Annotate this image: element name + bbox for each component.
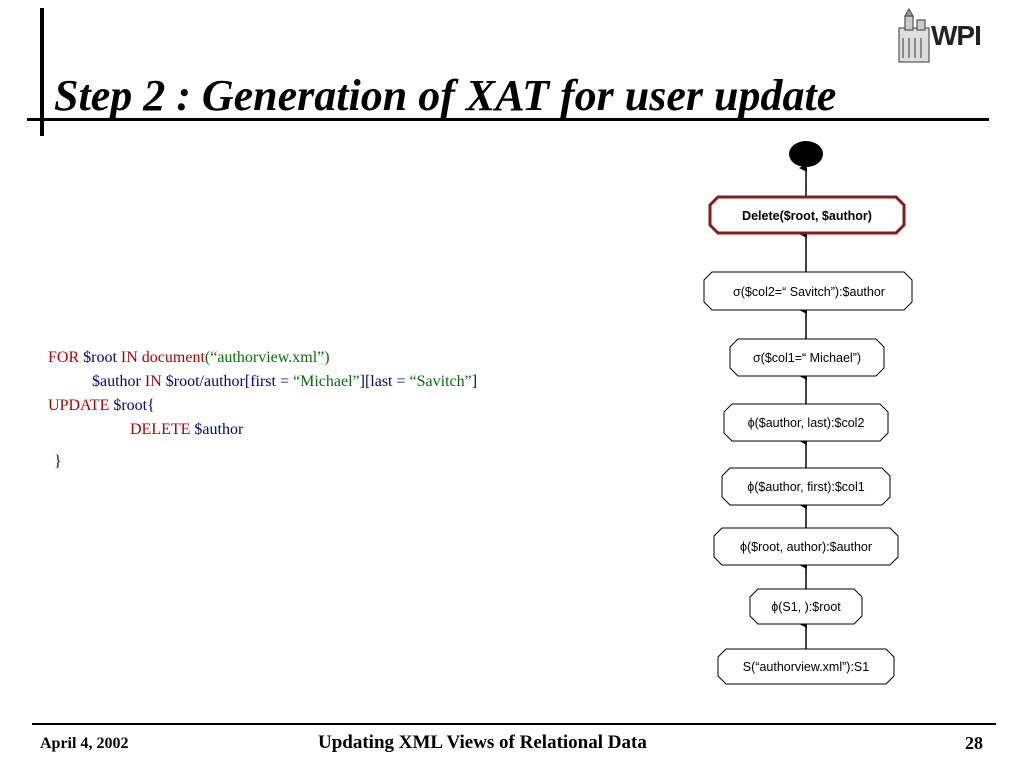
xat-node-select-col2: σ($col2=“ Savitch”):$author (703, 271, 913, 311)
xquery-code-block: FOR $root IN document(“authorview.xml”) … (48, 346, 477, 474)
castle-icon (898, 8, 930, 63)
phi-symbol: ϕ (771, 600, 778, 614)
code-line-delete: DELETE $author (48, 418, 477, 442)
sigma-symbol: σ (733, 285, 741, 299)
xat-node-nav-author: ϕ($root, author):$author (713, 527, 899, 566)
xat-node-delete: Delete($root, $author) (708, 195, 906, 235)
footer-title: Updating XML Views of Relational Data (318, 732, 647, 753)
phi-symbol: ϕ (748, 416, 755, 430)
svg-text:ϕ(S1, ):$root: ϕ(S1, ):$root (771, 600, 841, 614)
path-close-bracket: ] (471, 373, 478, 390)
keyword-for: FOR (48, 349, 84, 366)
string-savitch: “Savitch” (409, 373, 472, 390)
node-label: ($col1=“ Michael”) (761, 351, 861, 365)
xat-node-nav-last: ϕ($author, last):$col2 (723, 403, 889, 442)
code-line-author: $author IN $root/author[first = “Michael… (48, 370, 477, 394)
path-root-author: $root/author[first = (165, 373, 293, 390)
node-label: (S1, ):$root (778, 600, 841, 614)
keyword-in: IN (120, 349, 142, 366)
wpi-logo (898, 8, 930, 63)
function-document: document (141, 349, 205, 366)
phi-symbol: ϕ (747, 480, 754, 494)
svg-text:ϕ($author, first):$col1: ϕ($author, first):$col1 (747, 480, 865, 494)
var-author: $author (92, 373, 145, 390)
svg-text:σ($col2=“ Savitch”):$author: σ($col2=“ Savitch”):$author (733, 285, 885, 299)
node-label: Delete($root, $author) (742, 209, 872, 223)
xat-node-nav-root: ϕ(S1, ):$root (749, 588, 863, 625)
xat-node-nav-first: ϕ($author, first):$col1 (721, 467, 891, 506)
var-root-brace: $root{ (113, 397, 155, 414)
string-michael: “Michael” (292, 373, 360, 390)
code-line-close: } (48, 450, 477, 474)
footer-rule (32, 723, 996, 725)
title-horizontal-rule (27, 118, 989, 121)
svg-text:ϕ($author, last):$col2: ϕ($author, last):$col2 (748, 416, 865, 430)
phi-symbol: ϕ (740, 540, 747, 554)
title-vertical-rule (40, 8, 44, 136)
wpi-logo-text: WPI (931, 20, 982, 51)
svg-text:σ($col1=“ Michael”): σ($col1=“ Michael”) (753, 351, 861, 365)
xat-node-select-col1: σ($col1=“ Michael”) (729, 338, 885, 377)
node-label: ($root, author):$author (747, 540, 872, 554)
closing-brace: } (54, 453, 62, 470)
footer-date: April 4, 2002 (40, 735, 129, 752)
var-root: $root (83, 349, 121, 366)
string-authorview: (“authorview.xml”) (204, 349, 330, 366)
node-label: S(“authorview.xml”):S1 (743, 660, 869, 674)
keyword-delete: DELETE (130, 421, 195, 438)
var-author: $author (194, 421, 244, 438)
page-number: 28 (965, 733, 983, 753)
keyword-update: UPDATE (48, 397, 114, 414)
slide-title: Step 2 : Generation of XAT for user upda… (54, 71, 837, 120)
svg-text:ϕ($root, author):$author: ϕ($root, author):$author (740, 540, 872, 554)
node-label: ($author, first):$col1 (754, 480, 865, 494)
xat-root-node (789, 141, 823, 167)
path-last: ][last = (359, 373, 410, 390)
keyword-in: IN (144, 373, 166, 390)
node-label: ($author, last):$col2 (755, 416, 865, 430)
node-label: ($col2=“ Savitch”):$author (741, 285, 885, 299)
code-line-for: FOR $root IN document(“authorview.xml”) (48, 346, 477, 370)
xat-node-source: S(“authorview.xml”):S1 (717, 648, 895, 685)
code-line-update: UPDATE $root{ (48, 394, 477, 418)
sigma-symbol: σ (753, 351, 761, 365)
